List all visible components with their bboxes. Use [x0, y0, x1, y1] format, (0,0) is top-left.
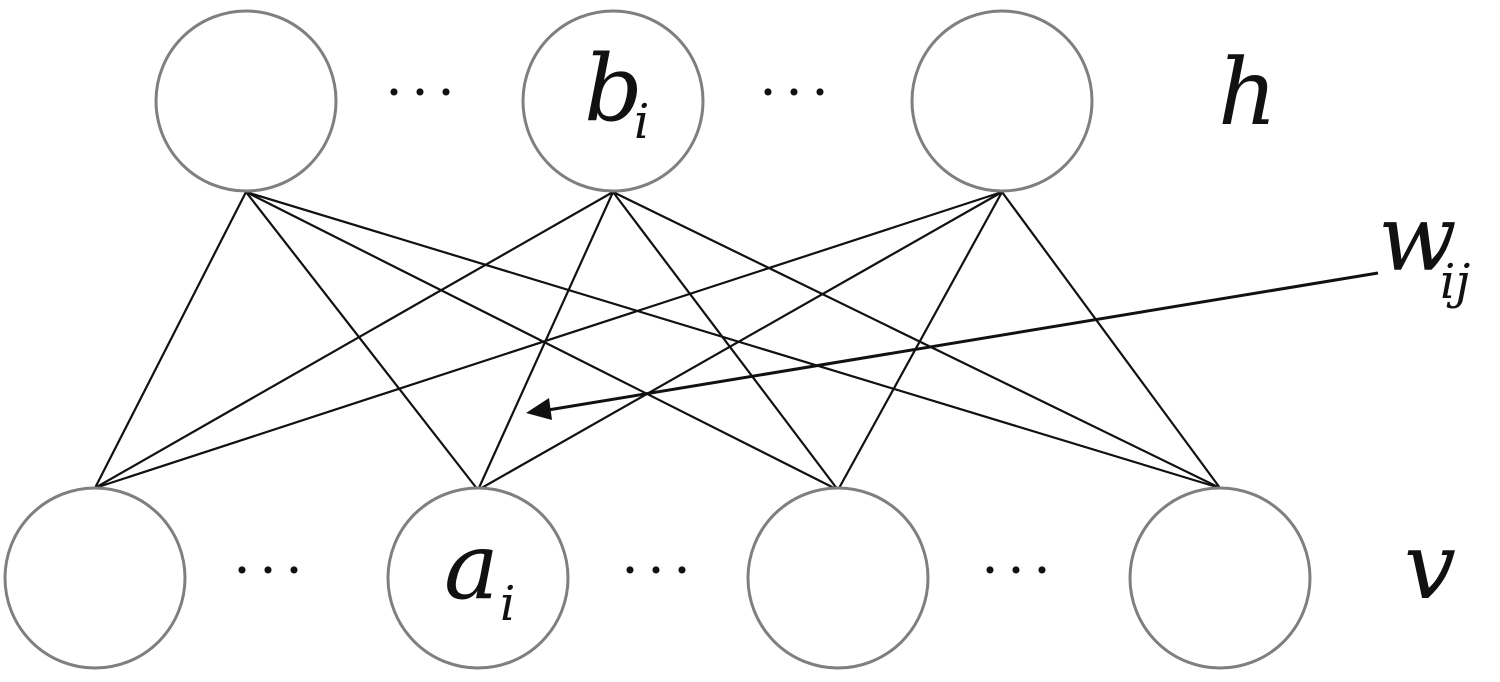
visible-node-2 [386, 486, 570, 670]
visible-ellipsis-3: ··· [980, 537, 1058, 603]
weight-label: w ij [1378, 185, 1470, 310]
hidden-bias-symbol: b [584, 35, 643, 142]
edge-h1-v1 [94, 191, 247, 489]
visible-node-3 [746, 486, 930, 670]
visible-node-1 [3, 486, 187, 670]
edge-h3-v4 [1001, 191, 1221, 489]
weight-subscript: ij [1440, 254, 1470, 310]
edge-h2-v4 [612, 191, 1221, 489]
hidden-layer: ··· ··· [154, 9, 1094, 193]
visible-ellipsis-1: ··· [232, 537, 310, 603]
hidden-bias-label: b i [584, 35, 649, 150]
hidden-layer-label: h [1218, 39, 1277, 146]
hidden-node-2 [521, 9, 705, 193]
weight-pointer-line [547, 271, 1379, 412]
connection-edges [94, 190, 1221, 491]
visible-bias-symbol: a [444, 513, 499, 620]
edge-h3-v3 [837, 191, 1003, 491]
edge-h2-v1 [94, 191, 614, 489]
edge-h3-v1 [94, 190, 1003, 490]
edge-h2-v3 [612, 191, 839, 491]
weight-pointer-arrow [526, 271, 1379, 420]
visible-layer: ··· ··· ··· [3, 486, 1312, 670]
edge-h3-v2 [477, 191, 1003, 491]
hidden-bias-subscript: i [634, 94, 649, 150]
arrow-head-icon [526, 398, 552, 420]
hidden-node-3 [910, 9, 1094, 193]
visible-ellipsis-2: ··· [620, 537, 698, 603]
visible-node-4 [1128, 486, 1312, 670]
visible-layer-label: v [1404, 513, 1456, 620]
edge-h1-v4 [245, 190, 1221, 490]
hidden-node-1 [154, 9, 338, 193]
hidden-ellipsis-left: ··· [384, 59, 462, 125]
hidden-ellipsis-right: ··· [758, 59, 836, 125]
visible-bias-subscript: i [500, 576, 515, 632]
visible-bias-label: a i [444, 513, 515, 632]
edge-h1-v2 [245, 191, 479, 491]
weight-symbol: w [1378, 185, 1457, 292]
